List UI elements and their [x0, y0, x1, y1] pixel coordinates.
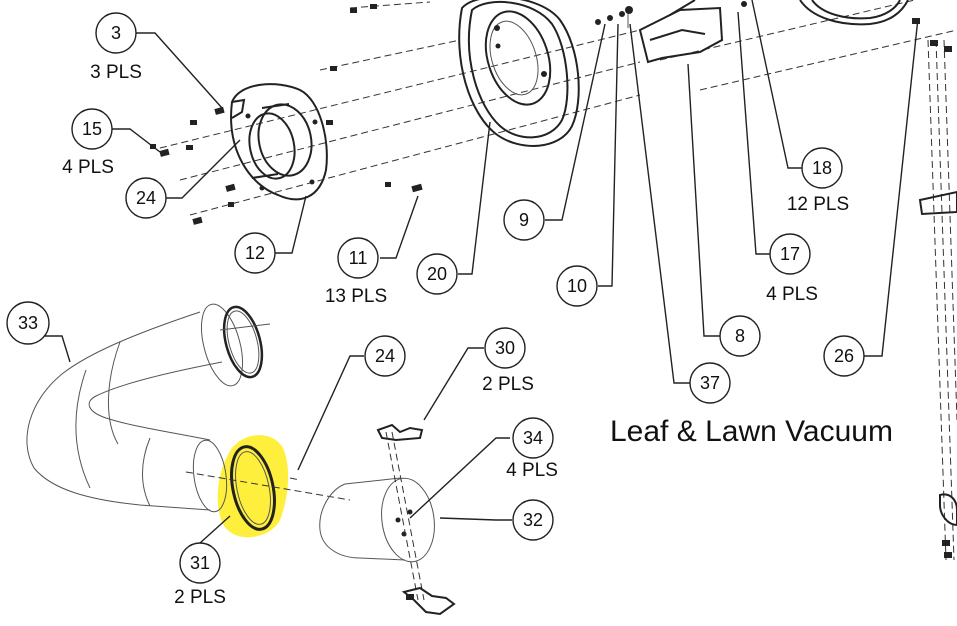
callout-bubble-9 — [503, 199, 545, 241]
callout-quantity-34: 4 PLS — [506, 460, 558, 481]
callout-number-20: 20 — [427, 264, 447, 284]
callout-bubble-32 — [512, 499, 554, 541]
latch-part-30 — [376, 423, 456, 616]
assembly-axis-lines — [159, 0, 957, 216]
frame-rails-right — [912, 18, 957, 561]
callout-quantity-15: 4 PLS — [62, 157, 114, 178]
fasteners-part-9-10-37 — [595, 6, 633, 28]
callout-quantity-11: 13 PLS — [325, 286, 387, 307]
callout-bubble-31 — [179, 542, 221, 584]
callout-bubble-33 — [6, 301, 50, 345]
callout-quantity-18: 12 PLS — [787, 194, 849, 215]
callout-number-12: 12 — [245, 243, 265, 263]
callout-bubble-3 — [95, 12, 137, 54]
callout-bubble-37 — [689, 362, 731, 404]
callout-number-30: 30 — [495, 338, 515, 358]
callout-number-31: 31 — [190, 553, 210, 573]
callout-bubble-24b — [364, 335, 406, 377]
callout-labels: 3 3 PLS 15 4 PLS 24 12 11 13 PLS 20 9 10 18 12 PLS 17… — [6, 12, 865, 608]
callout-bubble-12 — [234, 232, 276, 274]
gasket-part-31 — [222, 305, 276, 531]
callout-bubble-24a — [125, 177, 167, 219]
callout-number-15: 15 — [82, 119, 102, 139]
diagram-title: Leaf & Lawn Vacuum — [610, 415, 893, 448]
callout-number-9: 9 — [519, 210, 529, 230]
flange-plate-part-12 — [230, 83, 328, 201]
callout-bubble-30 — [484, 327, 526, 369]
fasteners-part-11 — [326, 4, 423, 193]
fasteners-left — [150, 106, 236, 225]
cylinder-part-32 — [319, 477, 435, 563]
callout-quantity-31: 2 PLS — [174, 587, 226, 608]
callout-bubble-17 — [769, 233, 811, 275]
bracket-part-8 — [638, 0, 724, 64]
blower-housing-part-20 — [458, 0, 580, 147]
callout-number-18: 18 — [812, 158, 832, 178]
callout-number-3: 3 — [111, 23, 121, 43]
callout-bubble-8 — [719, 315, 761, 357]
callout-bubble-18 — [801, 147, 843, 189]
callout-number-24b: 24 — [375, 346, 395, 366]
callout-bubble-34 — [512, 417, 554, 459]
callout-number-37: 37 — [700, 373, 720, 393]
elbow-hose-part-33 — [26, 303, 244, 513]
lower-assembly-axis — [185, 323, 351, 501]
callout-quantity-17: 4 PLS — [766, 284, 818, 305]
highlight-part-31 — [217, 435, 289, 538]
impeller-housing-top-right — [741, 0, 909, 26]
callout-number-10: 10 — [567, 276, 587, 296]
callout-bubble-15 — [71, 108, 113, 150]
callout-number-17: 17 — [780, 244, 800, 264]
callout-number-24a: 24 — [136, 188, 156, 208]
callout-number-33: 33 — [18, 313, 38, 333]
callout-quantity-30: 2 PLS — [482, 374, 534, 395]
callout-number-11: 11 — [349, 248, 368, 268]
callout-bubble-10 — [556, 265, 598, 307]
callout-bubble-26 — [823, 335, 865, 377]
callout-number-8: 8 — [735, 326, 745, 346]
callout-number-26: 26 — [834, 346, 854, 366]
callout-bubble-20 — [416, 253, 458, 295]
callout-number-34: 34 — [523, 428, 543, 448]
callout-bubble-11 — [337, 237, 379, 279]
callout-number-32: 32 — [523, 510, 543, 530]
callout-quantity-3: 3 PLS — [90, 62, 142, 83]
